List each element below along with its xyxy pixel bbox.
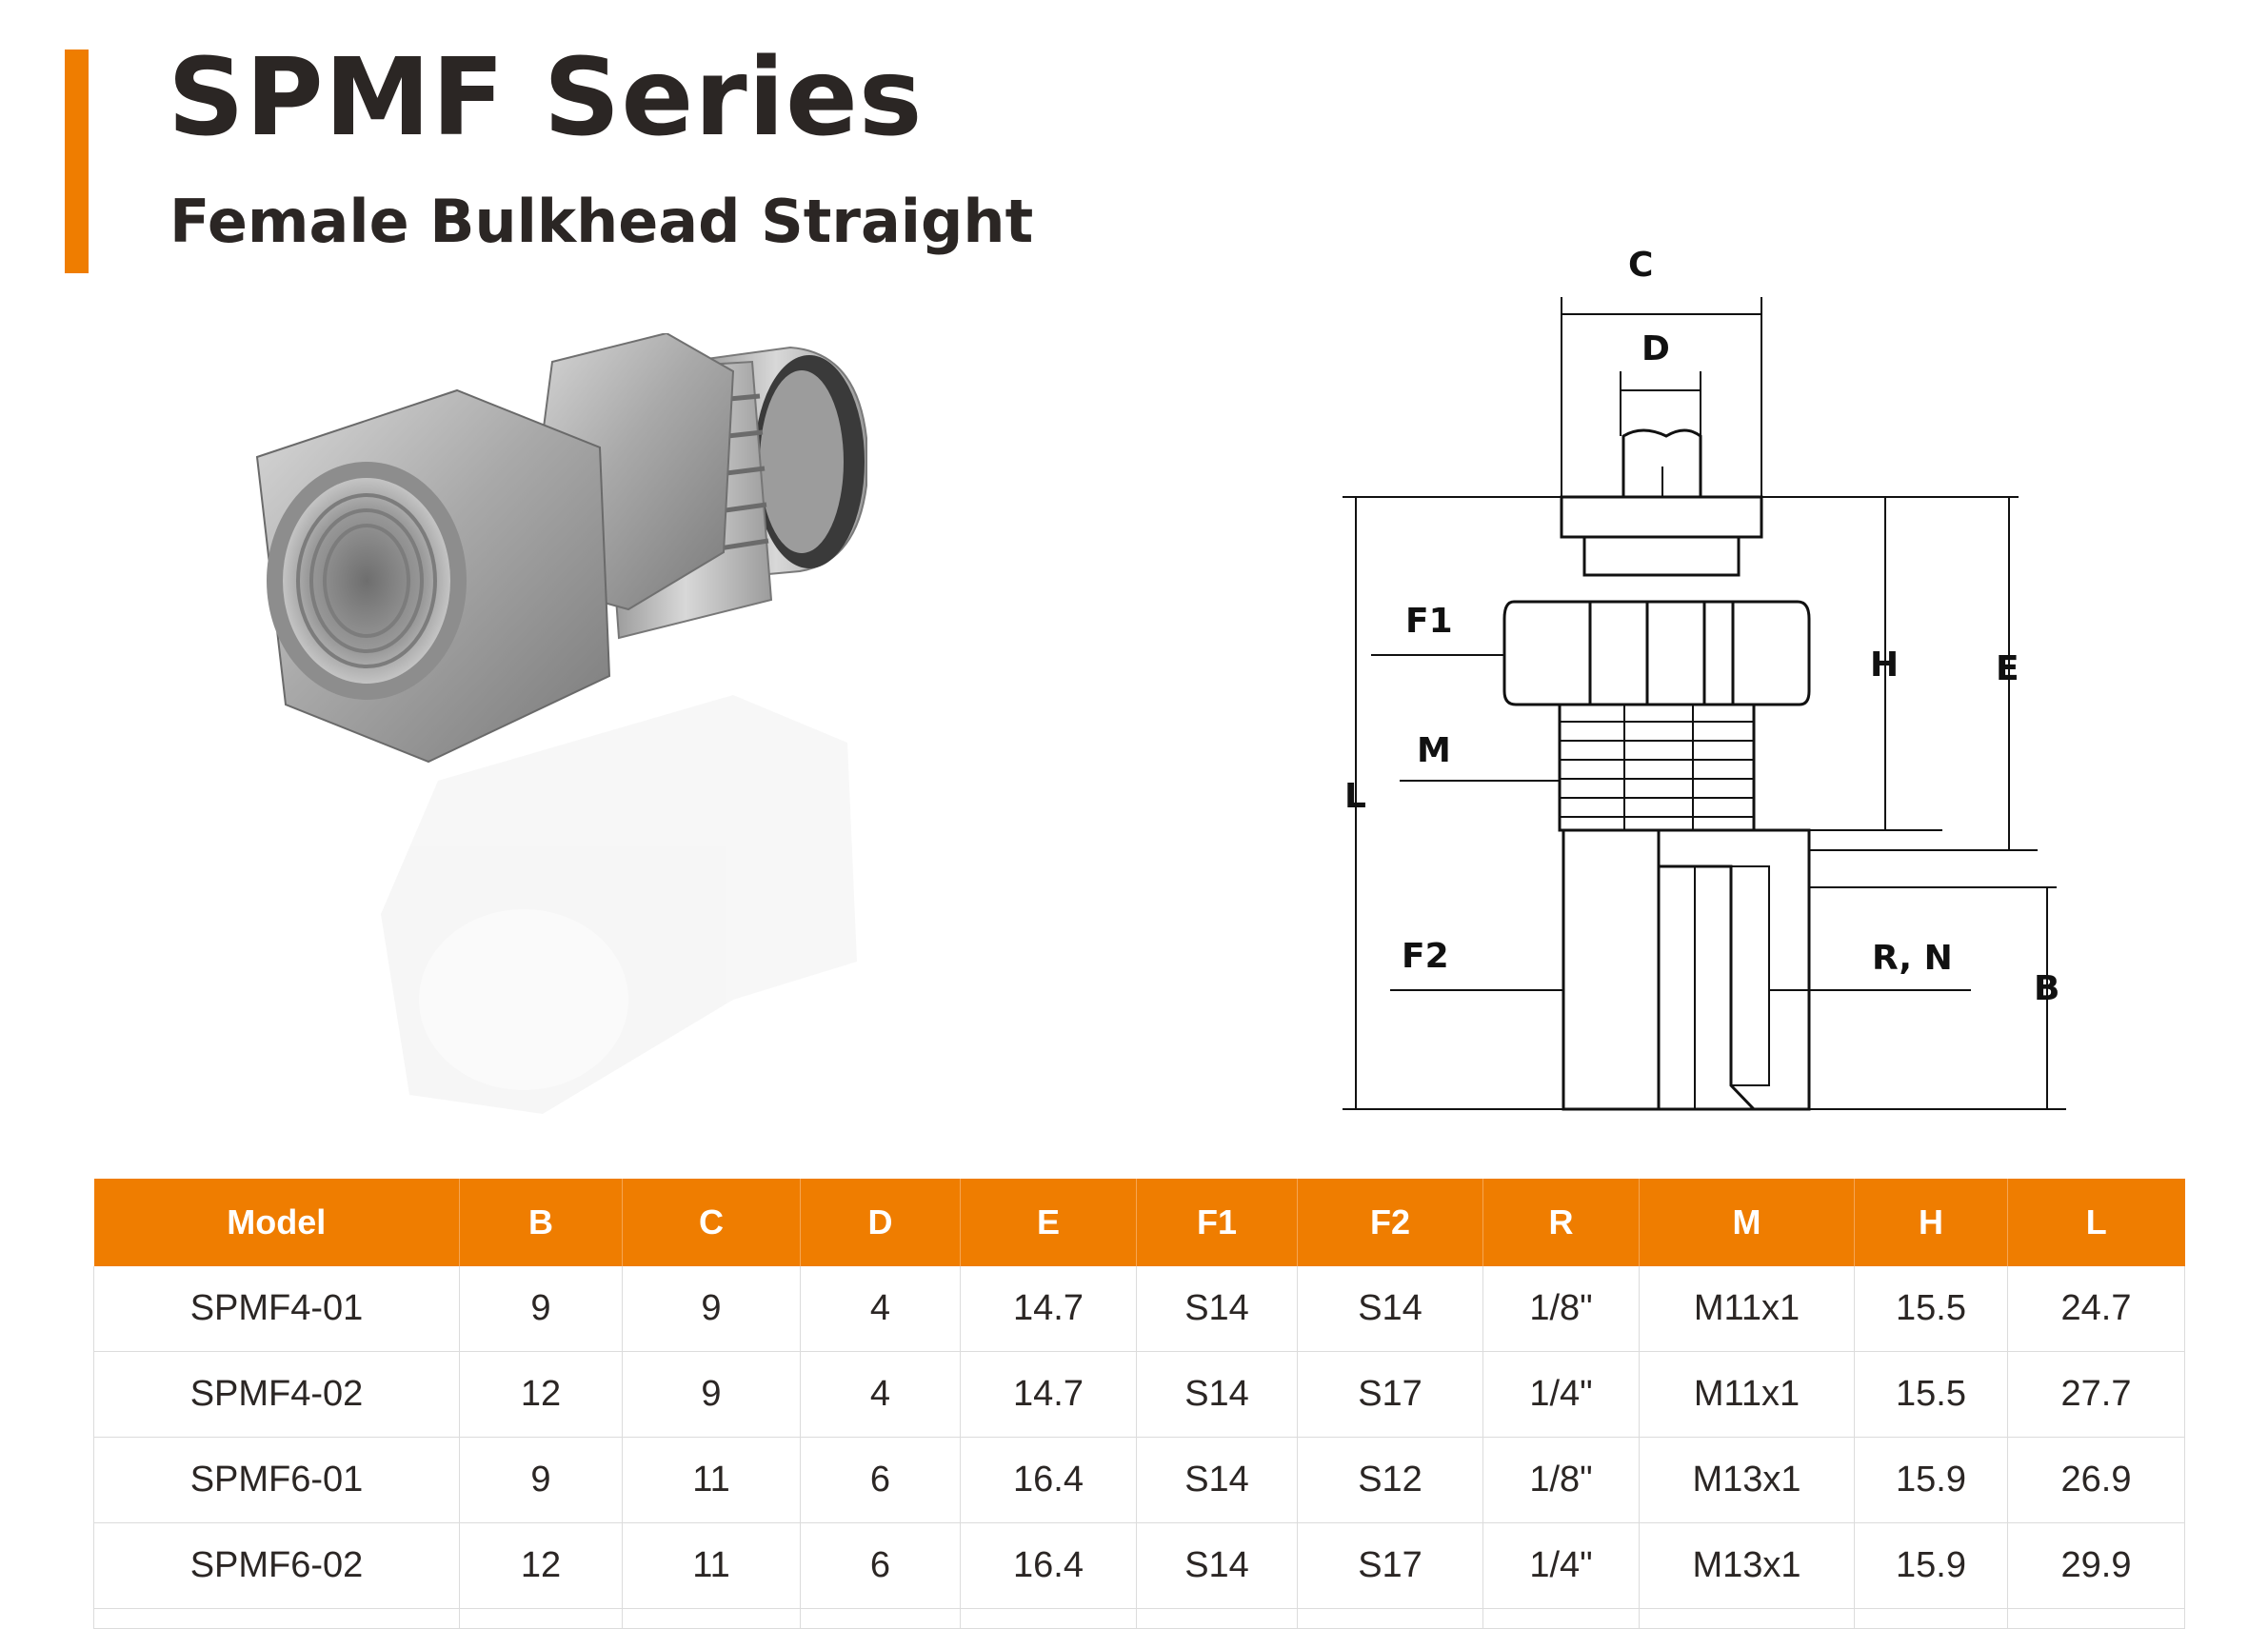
column-header-c: C xyxy=(622,1179,801,1266)
label-m: M xyxy=(1417,731,1451,770)
cell-h: 15.9 xyxy=(1854,1522,2008,1609)
cell-c: 9 xyxy=(622,1266,801,1352)
column-header-f1: F1 xyxy=(1136,1179,1298,1266)
cell-b: 12 xyxy=(459,1522,623,1609)
cell-r: 1/4" xyxy=(1482,1522,1640,1609)
column-header-e: E xyxy=(960,1179,1137,1266)
column-header-h: H xyxy=(1854,1179,2008,1266)
cell-r: 1/4" xyxy=(1482,1351,1640,1438)
column-header-b: B xyxy=(459,1179,623,1266)
cell-b: 12 xyxy=(459,1351,623,1438)
cell-l: 26.9 xyxy=(2007,1437,2185,1523)
column-header-l: L xyxy=(2007,1179,2185,1266)
label-f2: F2 xyxy=(1402,937,1449,976)
cell-l: 29.9 xyxy=(2007,1522,2185,1609)
cell-l: 24.7 xyxy=(2007,1266,2185,1352)
cell-h: 15.5 xyxy=(1854,1351,2008,1438)
cell-d: 4 xyxy=(800,1351,961,1438)
cell-c: 11 xyxy=(622,1522,801,1609)
nut-f1-outline xyxy=(1502,600,1811,706)
label-h: H xyxy=(1870,646,1899,685)
collet-outline xyxy=(1560,495,1763,539)
label-d: D xyxy=(1641,329,1670,368)
cell-model: SPMF4-02 xyxy=(93,1351,460,1438)
cell-f1: S14 xyxy=(1136,1437,1298,1523)
cell-model: SPMF6-02 xyxy=(93,1522,460,1609)
cell-c: 9 xyxy=(622,1351,801,1438)
table-row: SPMF4-02 12 9 4 14.7 S14 S17 1/4" M11x1 … xyxy=(93,1351,2185,1438)
label-f1: F1 xyxy=(1405,602,1453,641)
cell-h: 15.9 xyxy=(1854,1437,2008,1523)
cell-r: 1/8" xyxy=(1482,1266,1640,1352)
table-row: SPMF6-01 9 11 6 16.4 S14 S12 1/8" M13x1 … xyxy=(93,1437,2185,1523)
cell-f1: S14 xyxy=(1136,1266,1298,1352)
cell-f1: S14 xyxy=(1136,1351,1298,1438)
label-b: B xyxy=(2034,969,2059,1008)
cell-f2: S17 xyxy=(1297,1522,1483,1609)
cell-r: 1/8" xyxy=(1482,1437,1640,1523)
cell-d: 6 xyxy=(800,1522,961,1609)
table-row-cropped xyxy=(93,1608,2185,1629)
thread-m-outline xyxy=(1558,703,1756,832)
column-header-model: Model xyxy=(93,1179,460,1266)
table-row: SPMF6-02 12 11 6 16.4 S14 S17 1/4" M13x1… xyxy=(93,1522,2185,1609)
column-header-d: D xyxy=(800,1179,961,1266)
cell-l: 27.7 xyxy=(2007,1351,2185,1438)
cell-model: SPMF6-01 xyxy=(93,1437,460,1523)
fitting-reflection xyxy=(381,695,857,1114)
cell-e: 16.4 xyxy=(960,1437,1137,1523)
page-subtitle: Female Bulkhead Straight xyxy=(169,187,1034,256)
cell-d: 4 xyxy=(800,1266,961,1352)
label-rn: R, N xyxy=(1872,939,1953,978)
cell-f2: S14 xyxy=(1297,1266,1483,1352)
page-title: SPMF Series xyxy=(168,36,924,160)
cell-e: 16.4 xyxy=(960,1522,1137,1609)
label-c: C xyxy=(1628,248,1653,285)
cell-e: 14.7 xyxy=(960,1266,1137,1352)
cell-b: 9 xyxy=(459,1266,623,1352)
cell-f2: S12 xyxy=(1297,1437,1483,1523)
column-header-f2: F2 xyxy=(1297,1179,1483,1266)
specification-table: Model B C D E F1 F2 R M H L SPMF4-01 9 9… xyxy=(93,1179,2185,1629)
fitting-product-image xyxy=(255,333,867,1114)
cell-m: M11x1 xyxy=(1639,1266,1855,1352)
title-accent-bar xyxy=(65,50,89,273)
label-l: L xyxy=(1344,777,1366,816)
dimension-drawing: C D F1 M L F2 H E R, N B xyxy=(1343,248,2066,1111)
body-f2-outline xyxy=(1562,828,1811,1111)
cell-m: M11x1 xyxy=(1639,1351,1855,1438)
cell-b: 9 xyxy=(459,1437,623,1523)
cell-e: 14.7 xyxy=(960,1351,1137,1438)
cell-h: 15.5 xyxy=(1854,1266,2008,1352)
column-header-m: M xyxy=(1639,1179,1855,1266)
cell-f2: S17 xyxy=(1297,1351,1483,1438)
cell-f1: S14 xyxy=(1136,1522,1298,1609)
label-e: E xyxy=(1996,649,2019,688)
cell-d: 6 xyxy=(800,1437,961,1523)
hex-body xyxy=(255,388,611,764)
cell-m: M13x1 xyxy=(1639,1522,1855,1609)
column-header-r: R xyxy=(1482,1179,1640,1266)
table-row: SPMF4-01 9 9 4 14.7 S14 S14 1/8" M11x1 1… xyxy=(93,1266,2185,1352)
cell-model: SPMF4-01 xyxy=(93,1266,460,1352)
cell-c: 11 xyxy=(622,1437,801,1523)
table-header-row: Model B C D E F1 F2 R M H L xyxy=(93,1179,2185,1266)
cell-m: M13x1 xyxy=(1639,1437,1855,1523)
